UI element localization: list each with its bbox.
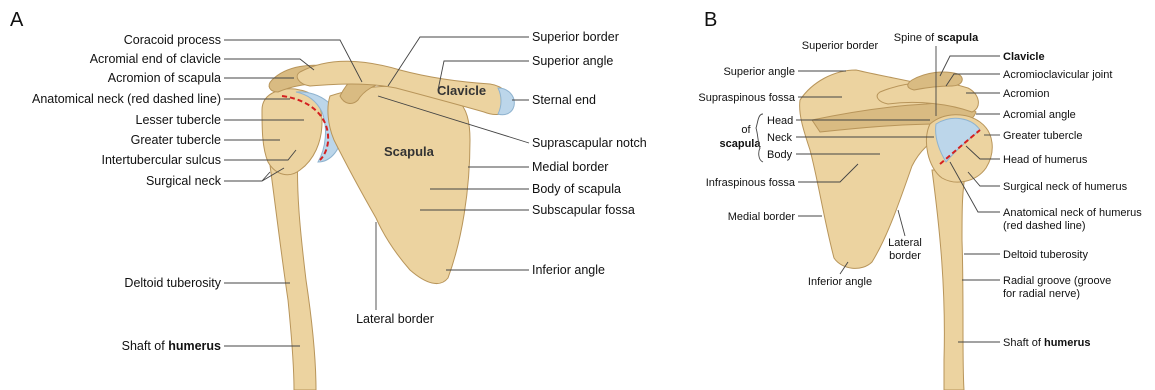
label-radial-groove-1: Radial groove (groove	[1003, 275, 1111, 287]
label-acromioclavicular-joint: Acromioclavicular joint	[1003, 69, 1112, 81]
scapula-body-a	[328, 86, 470, 283]
label-bracket-of: of	[741, 124, 751, 136]
label-shaft-of-humerus-a: Shaft of humerus	[122, 339, 221, 353]
label-suprascapular-notch: Suprascapular notch	[532, 136, 647, 150]
label-shaft-prefix-b: Shaft of	[1003, 337, 1044, 349]
humerus-shaft-b	[932, 170, 966, 390]
label-subscapular-fossa: Subscapular fossa	[532, 203, 635, 217]
label-lateral-border-b-2: border	[889, 250, 921, 262]
label-medial-border-b: Medial border	[728, 211, 796, 223]
label-superior-border-b: Superior border	[802, 40, 879, 52]
label-superior-border-a: Superior border	[532, 30, 619, 44]
label-medial-border-a: Medial border	[532, 160, 608, 174]
label-shaft-bold-a: humerus	[168, 339, 221, 353]
label-greater-tubercle: Greater tubercle	[131, 133, 221, 147]
label-spine-bold: scapula	[937, 32, 979, 44]
label-lesser-tubercle: Lesser tubercle	[136, 113, 222, 127]
label-spine-of-scapula: Spine of scapula	[894, 32, 979, 44]
panel-a-left-labels: Coracoid process Acromial end of clavicl…	[32, 33, 222, 353]
label-acromial-end-of-clavicle: Acromial end of clavicle	[90, 52, 221, 66]
label-acromion-b: Acromion	[1003, 88, 1049, 100]
label-deltoid-tuberosity-b: Deltoid tuberosity	[1003, 249, 1088, 261]
label-inferior-angle-b: Inferior angle	[808, 276, 872, 288]
label-supraspinous-fossa: Supraspinous fossa	[698, 92, 795, 104]
scapula-inside-label-a: Scapula	[384, 144, 435, 159]
panel-b-letter: B	[704, 9, 717, 31]
label-spine-prefix: Spine of	[894, 32, 937, 44]
label-bracket-body: Body	[767, 149, 793, 161]
clavicle-inside-label-a: Clavicle	[437, 83, 486, 98]
label-deltoid-tuberosity: Deltoid tuberosity	[124, 276, 221, 290]
label-surgical-neck: Surgical neck	[146, 174, 222, 188]
label-bracket-scapula: scapula	[720, 138, 762, 150]
label-shaft-prefix-a: Shaft of	[122, 339, 169, 353]
label-lateral-border-b-1: Lateral	[888, 237, 922, 249]
label-radial-groove-2: for radial nerve)	[1003, 288, 1080, 300]
label-red-dashed-line-b: (red dashed line)	[1003, 220, 1086, 232]
label-body-of-scapula: Body of scapula	[532, 182, 621, 196]
label-head-of-humerus: Head of humerus	[1003, 154, 1088, 166]
panel-a-bones	[262, 61, 514, 390]
label-acromion-of-scapula: Acromion of scapula	[108, 71, 221, 85]
label-acromial-angle: Acromial angle	[1003, 109, 1076, 121]
label-shaft-bold-b: humerus	[1044, 337, 1090, 349]
label-bracket-head: Head	[767, 115, 793, 127]
humerus-shaft-a	[268, 150, 316, 390]
label-shaft-of-humerus-b: Shaft of humerus	[1003, 337, 1090, 349]
label-coracoid-process: Coracoid process	[124, 33, 221, 47]
label-intertubercular-sulcus: Intertubercular sulcus	[101, 153, 221, 167]
label-superior-angle-a: Superior angle	[532, 54, 613, 68]
panel-b-right-labels: Clavicle Acromioclavicular joint Acromio…	[1003, 51, 1142, 349]
humerus-head-region-a	[262, 89, 322, 175]
label-greater-tubercle-b: Greater tubercle	[1003, 130, 1082, 142]
label-anatomical-neck: Anatomical neck (red dashed line)	[32, 92, 221, 106]
label-sternal-end: Sternal end	[532, 93, 596, 107]
label-infraspinous-fossa: Infraspinous fossa	[706, 177, 796, 189]
label-bracket-neck: Neck	[767, 132, 793, 144]
label-inferior-angle-a: Inferior angle	[532, 263, 605, 277]
label-clavicle-b: Clavicle	[1003, 51, 1045, 63]
label-anatomical-neck-of-humerus: Anatomical neck of humerus	[1003, 207, 1142, 219]
label-lateral-border-a: Lateral border	[356, 312, 434, 326]
label-surgical-neck-of-humerus: Surgical neck of humerus	[1003, 181, 1128, 193]
label-superior-angle-b: Superior angle	[723, 66, 795, 78]
panel-a-letter: A	[10, 9, 24, 31]
